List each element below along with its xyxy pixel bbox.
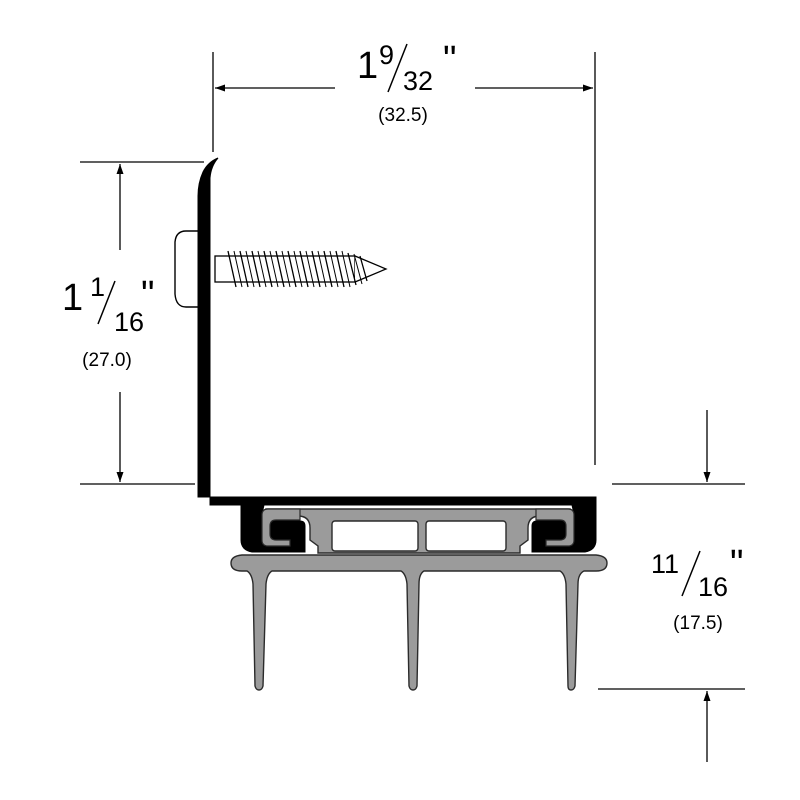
width-denominator: 32 xyxy=(403,66,433,96)
height-whole: 1 xyxy=(62,277,83,319)
height-fraction-slash xyxy=(97,280,116,325)
extension-lines xyxy=(80,52,745,690)
insert-window-right xyxy=(425,520,507,552)
sweep-fraction-slash xyxy=(681,550,701,597)
width-numerator: 9 xyxy=(379,40,394,70)
sweep-numerator: 11 xyxy=(651,549,679,579)
height-dimension-label: 1 1 16 " (27.0) xyxy=(62,272,155,371)
sweep-inch-mark: " xyxy=(730,543,744,585)
screw-icon xyxy=(174,230,388,308)
height-denominator: 16 xyxy=(114,307,144,337)
sweep-fins xyxy=(230,554,608,691)
sweep-dimension-label: 11 16 " (17.5) xyxy=(651,543,744,634)
insert-window-left xyxy=(331,520,419,552)
insert-hook-right xyxy=(535,508,575,547)
insert-hook-left xyxy=(261,508,301,547)
width-whole: 1 xyxy=(357,45,378,87)
vinyl-insert xyxy=(261,508,575,554)
height-inch-mark: " xyxy=(141,274,155,316)
width-inch-mark: " xyxy=(443,39,457,81)
screw-threads xyxy=(227,250,368,288)
width-fraction-slash xyxy=(387,43,408,93)
sweep-denominator: 16 xyxy=(698,572,728,602)
screw-head xyxy=(174,230,202,308)
dimension-lines xyxy=(116,84,711,762)
screw-tip xyxy=(354,255,388,283)
width-dimension-label: 1 9 32 " (32.5) xyxy=(357,39,457,126)
height-metric: (27.0) xyxy=(82,350,132,371)
width-metric: (32.5) xyxy=(378,105,428,126)
aluminum-profile xyxy=(197,157,597,553)
height-numerator: 1 xyxy=(90,272,105,302)
sweep-metric: (17.5) xyxy=(673,613,723,634)
